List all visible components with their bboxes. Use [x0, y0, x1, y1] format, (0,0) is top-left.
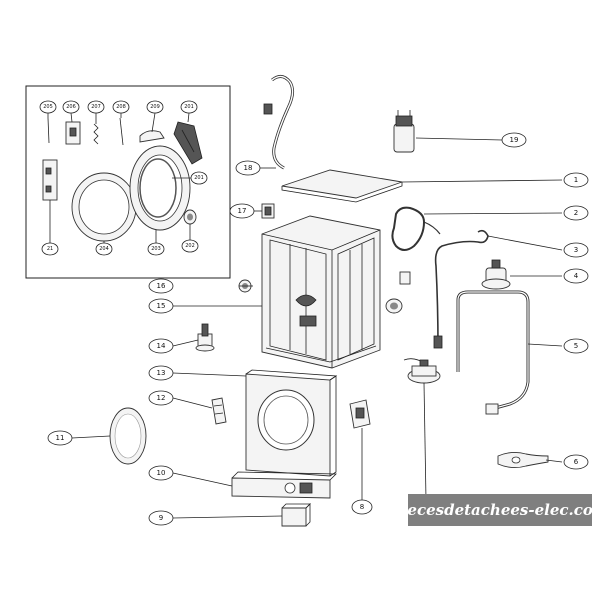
- label-6: 6: [563, 454, 589, 470]
- inset-label-201-top: 201: [180, 100, 198, 114]
- part-17-clip: [261, 203, 275, 219]
- svg-text:21: 21: [47, 246, 53, 252]
- svg-text:13: 13: [157, 369, 166, 377]
- svg-text:14: 14: [157, 342, 166, 350]
- svg-text:6: 6: [574, 458, 579, 466]
- label-5: 5: [563, 338, 589, 354]
- svg-text:205: 205: [43, 104, 53, 110]
- part-2-seal: [391, 206, 441, 251]
- label-14: 14: [148, 338, 174, 354]
- part-13-front-panel: [245, 369, 338, 477]
- inset-label-206: 206: [62, 100, 80, 114]
- part-latch-clip: [399, 271, 411, 285]
- svg-text:201: 201: [194, 175, 204, 181]
- inset-part-202-plug: [183, 209, 197, 225]
- part-15-cabinet: [261, 215, 381, 369]
- svg-text:17: 17: [238, 207, 247, 215]
- svg-text:209: 209: [150, 104, 160, 110]
- svg-text:4: 4: [574, 272, 579, 280]
- inset-part-201-gasket-clamp: [173, 121, 203, 165]
- label-4: 4: [563, 268, 589, 284]
- svg-text:18: 18: [244, 164, 253, 172]
- part-12-hinge-bracket: [211, 397, 227, 425]
- svg-text:19: 19: [510, 136, 519, 144]
- inset-label-21: 21: [41, 242, 59, 256]
- label-2: 2: [563, 205, 589, 221]
- part-3-wire-harness: [433, 229, 489, 349]
- main-leaders: [71, 137, 563, 519]
- label-3: 3: [563, 242, 589, 258]
- part-14-damper: [195, 323, 215, 352]
- part-8-door-lock: [349, 399, 371, 429]
- svg-text:15: 15: [157, 302, 166, 310]
- part-7-pressure-switch: [403, 358, 441, 384]
- inset-part-204-door-ring: [71, 172, 137, 242]
- svg-text:16: 16: [157, 282, 166, 290]
- svg-text:10: 10: [157, 469, 166, 477]
- inset-part-206: [65, 121, 81, 145]
- inset-label-209: 209: [146, 100, 164, 114]
- label-18: 18: [235, 160, 261, 176]
- svg-text:3: 3: [574, 246, 578, 254]
- inset-label-205: 205: [39, 100, 57, 114]
- svg-text:206: 206: [66, 104, 76, 110]
- inset-label-204: 204: [95, 242, 113, 256]
- inset-part-203-door-gasket: [129, 145, 191, 231]
- label-11: 11: [47, 430, 73, 446]
- door-subassembly-frame: [25, 85, 231, 279]
- svg-text:208: 208: [116, 104, 126, 110]
- inset-label-202: 202: [181, 239, 199, 253]
- inset-part-207: [93, 123, 99, 145]
- part-10-control-panel: [231, 471, 337, 499]
- inset-leaders: [47, 112, 191, 247]
- inset-part-208: [119, 117, 124, 146]
- watermark-banner: piecesdetachees-elec.com: [391, 494, 600, 526]
- label-17: 17: [229, 203, 255, 219]
- svg-text:9: 9: [159, 514, 163, 522]
- svg-text:5: 5: [574, 342, 578, 350]
- svg-text:12: 12: [157, 394, 166, 402]
- label-10: 10: [148, 465, 174, 481]
- svg-text:203: 203: [151, 246, 161, 252]
- svg-text:204: 204: [99, 246, 109, 252]
- part-9-detergent-drawer: [281, 503, 311, 527]
- svg-text:11: 11: [56, 434, 65, 442]
- part-6-hose-clamp: [497, 451, 549, 469]
- label-12: 12: [148, 390, 174, 406]
- part-1-top-cover: [281, 169, 403, 203]
- watermark-text: piecesdetachees-elec.com: [391, 501, 600, 519]
- label-19: 19: [501, 132, 527, 148]
- label-9: 9: [148, 510, 174, 526]
- part-18-inlet-hose: [263, 75, 295, 170]
- inset-label-208: 208: [112, 100, 130, 114]
- label-16: 16: [148, 278, 174, 294]
- part-11-door-glass: [109, 407, 147, 465]
- inset-label-207: 207: [87, 100, 105, 114]
- part-19-filter-capacitor: [393, 110, 415, 153]
- label-15: 15: [148, 298, 174, 314]
- label-1: 1: [563, 172, 589, 188]
- inset-part-205: [47, 117, 50, 144]
- svg-text:201: 201: [184, 104, 194, 110]
- inset-part-21-hinge: [42, 159, 58, 201]
- part-drain-plug: [385, 298, 403, 314]
- svg-text:207: 207: [91, 104, 101, 110]
- inset-part-209: [139, 130, 165, 143]
- svg-text:8: 8: [360, 503, 364, 511]
- part-5-drain-hose: [456, 290, 530, 415]
- label-8: 8: [351, 499, 373, 515]
- svg-text:1: 1: [574, 176, 578, 184]
- label-13: 13: [148, 365, 174, 381]
- inset-label-201-right: 201: [190, 171, 208, 185]
- part-4-drain-pump: [481, 259, 511, 290]
- svg-text:202: 202: [185, 243, 195, 249]
- svg-text:2: 2: [574, 209, 578, 217]
- inset-label-203: 203: [147, 242, 165, 256]
